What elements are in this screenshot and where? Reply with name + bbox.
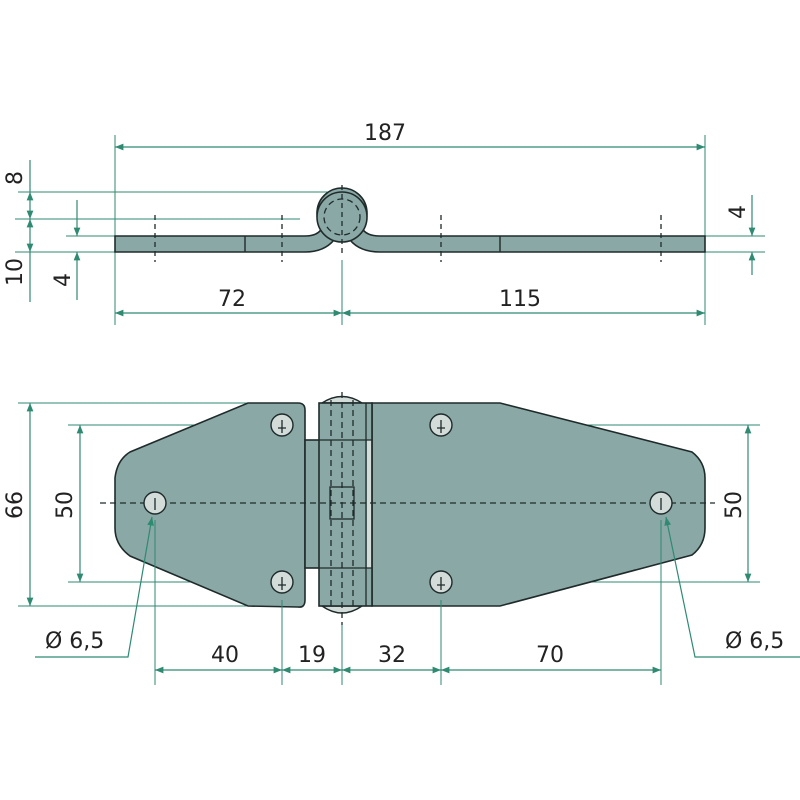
dimension-label-187: 187 bbox=[364, 121, 406, 146]
dimension-label-40: 40 bbox=[211, 643, 239, 668]
leader-left-hole bbox=[35, 516, 154, 658]
dimension-label-32: 32 bbox=[378, 643, 406, 668]
dimension-label-115: 115 bbox=[499, 287, 541, 312]
dimension-label-70: 70 bbox=[536, 643, 564, 668]
hinge-leaf-profile bbox=[114, 187, 706, 253]
dimension-label-50-right: 50 bbox=[722, 491, 747, 519]
dimension-label-10: 10 bbox=[3, 258, 28, 286]
hinge-knuckle-barrel bbox=[318, 402, 373, 607]
left-hinge-leaf bbox=[114, 402, 306, 608]
leader-right-hole bbox=[664, 516, 800, 658]
right-hinge-leaf bbox=[371, 402, 706, 607]
dimension-label-8: 8 bbox=[3, 171, 28, 185]
hole-diameter-right: Ø 6,5 bbox=[725, 629, 784, 654]
dimension-label-50-left: 50 bbox=[53, 491, 78, 519]
side-view: 187 72 115 8 10 4 4 bbox=[3, 121, 765, 325]
hole-diameter-left: Ø 6,5 bbox=[45, 629, 104, 654]
leaf-neck bbox=[304, 439, 321, 569]
dimension-label-66: 66 bbox=[3, 491, 28, 519]
mounting-holes bbox=[143, 413, 673, 594]
plan-view: 66 50 50 40 19 32 70 Ø 6,5 Ø 6,5 bbox=[3, 392, 800, 685]
dimension-label-4-right: 4 bbox=[726, 205, 751, 219]
dimension-label-19: 19 bbox=[298, 643, 326, 668]
dimension-label-4-left: 4 bbox=[51, 273, 76, 287]
dimension-label-72: 72 bbox=[218, 287, 246, 312]
